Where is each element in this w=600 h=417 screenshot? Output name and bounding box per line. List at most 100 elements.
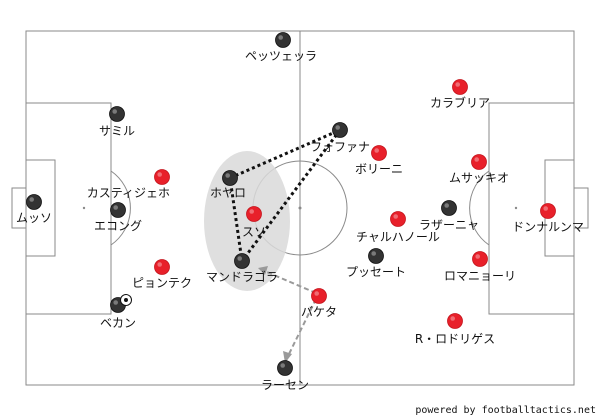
marker-highlight <box>237 256 242 261</box>
player-name: ムサッキオ <box>449 171 509 185</box>
player-name: フォファナ <box>310 140 370 154</box>
marker-highlight <box>157 262 162 267</box>
right-penalty-arc <box>469 170 490 246</box>
marker-highlight <box>374 148 380 153</box>
player-marker-dark[interactable] <box>110 202 126 218</box>
marker-highlight <box>249 209 254 214</box>
player-name: ラザーニャ <box>419 218 479 232</box>
player-borini[interactable]: ボリーニ <box>355 145 403 177</box>
player-marker-dark[interactable] <box>275 32 291 48</box>
marker-highlight <box>29 197 34 202</box>
player-piatek[interactable]: ピョンテク <box>132 259 192 291</box>
player-name: カラブリア <box>430 95 490 110</box>
center-spot <box>298 206 302 210</box>
player-name: スソ <box>242 225 266 239</box>
player-name: サミル <box>99 124 135 138</box>
player-marker-dark[interactable] <box>234 253 250 269</box>
player-lasagna[interactable]: ラザーニャ <box>419 200 479 233</box>
marker-highlight <box>393 214 399 219</box>
player-hoyaro[interactable]: ホヤロ <box>210 170 246 201</box>
left-penalty-spot <box>82 206 86 210</box>
player-name: ピョンテク <box>132 276 192 290</box>
marker-highlight <box>278 35 284 40</box>
player-marker-red[interactable] <box>447 313 463 329</box>
player-name: カスティジェホ <box>87 186 170 200</box>
player-name: ラーセン <box>261 378 309 392</box>
right-goal <box>573 187 589 229</box>
player-pezzella[interactable]: ペッツェッラ <box>245 32 317 64</box>
player-chalhanoglu[interactable]: チャルハノール <box>356 211 440 245</box>
player-marker-red[interactable] <box>311 288 327 304</box>
left-penalty-arc <box>110 170 131 246</box>
player-marker-red[interactable] <box>154 259 170 275</box>
credit-text: powered by footballtactics.net <box>415 405 596 416</box>
player-musso[interactable]: ムッソ <box>16 194 52 226</box>
player-name: エコング <box>94 219 142 233</box>
player-name: ペッツェッラ <box>245 49 317 63</box>
marker-highlight <box>314 291 320 296</box>
link-triangle <box>228 126 345 265</box>
player-marker-red[interactable] <box>472 251 488 267</box>
player-marker-dark[interactable] <box>368 248 384 264</box>
player-bakayoko[interactable]: バケタ <box>301 288 337 320</box>
player-name: R・ロドリゲス <box>415 332 495 346</box>
player-bekan[interactable]: ベカン <box>100 294 136 331</box>
player-marker-dark[interactable] <box>441 200 457 216</box>
marker-highlight <box>225 173 230 178</box>
player-marker-red[interactable] <box>154 169 170 185</box>
marker-highlight <box>112 109 117 114</box>
marker-highlight <box>157 172 162 177</box>
player-name: バケタ <box>301 305 337 319</box>
player-musacchio[interactable]: ムサッキオ <box>449 154 509 186</box>
player-marker-red[interactable] <box>452 79 468 95</box>
player-marker-dark[interactable] <box>109 106 125 122</box>
marker-highlight <box>444 203 450 208</box>
player-name: ドンナルンマ <box>512 220 584 234</box>
player-suso[interactable]: スソ <box>242 206 266 240</box>
player-name: ロマニョーリ <box>444 269 516 283</box>
ball-panel-icon <box>124 298 128 302</box>
player-marker-red[interactable] <box>540 203 556 219</box>
arrowhead-to-larsen <box>283 351 292 363</box>
right-penalty-spot <box>514 206 518 210</box>
player-marker-red[interactable] <box>390 211 406 227</box>
marker-highlight <box>474 157 480 162</box>
player-romagnoli[interactable]: ロマニョーリ <box>444 251 516 284</box>
player-name: マンドラゴラ <box>206 269 278 284</box>
player-name: ボリーニ <box>355 162 403 176</box>
player-marker-red[interactable] <box>471 154 487 170</box>
player-castillejo[interactable]: カスティジェホ <box>87 169 170 201</box>
player-samir[interactable]: サミル <box>99 106 135 139</box>
marker-highlight <box>113 300 118 305</box>
marker-highlight <box>475 254 481 259</box>
player-ekong[interactable]: エコング <box>94 202 142 234</box>
arrow-line-to-larsen <box>287 298 317 357</box>
player-marker-dark[interactable] <box>26 194 42 210</box>
marker-highlight <box>335 125 341 130</box>
player-name: ベカン <box>100 316 136 330</box>
arrow-line-to-mandragora <box>261 269 317 294</box>
movement-arrows <box>261 269 317 357</box>
marker-highlight <box>450 316 456 321</box>
player-name: ホヤロ <box>210 186 246 200</box>
player-marker-dark[interactable] <box>332 122 348 138</box>
player-name: プッセート <box>346 265 406 279</box>
player-calabria[interactable]: カラブリア <box>430 79 490 111</box>
player-marker-dark[interactable] <box>222 170 238 186</box>
marker-highlight <box>113 205 118 210</box>
player-marker-red[interactable] <box>246 206 262 222</box>
player-fofana[interactable]: フォファナ <box>310 122 370 155</box>
marker-highlight <box>371 251 377 256</box>
marker-highlight <box>455 82 461 87</box>
player-marker-red[interactable] <box>371 145 387 161</box>
player-larsen[interactable]: ラーセン <box>261 360 309 393</box>
player-marker-dark[interactable] <box>277 360 293 376</box>
player-rodriguez[interactable]: R・ロドリゲス <box>415 313 495 347</box>
player-mandragora[interactable]: マンドラゴラ <box>206 253 278 285</box>
player-pussetto[interactable]: プッセート <box>346 248 406 280</box>
left-goal <box>11 187 27 229</box>
player-donnarumma[interactable]: ドンナルンマ <box>512 203 584 235</box>
marker-highlight <box>543 206 548 211</box>
